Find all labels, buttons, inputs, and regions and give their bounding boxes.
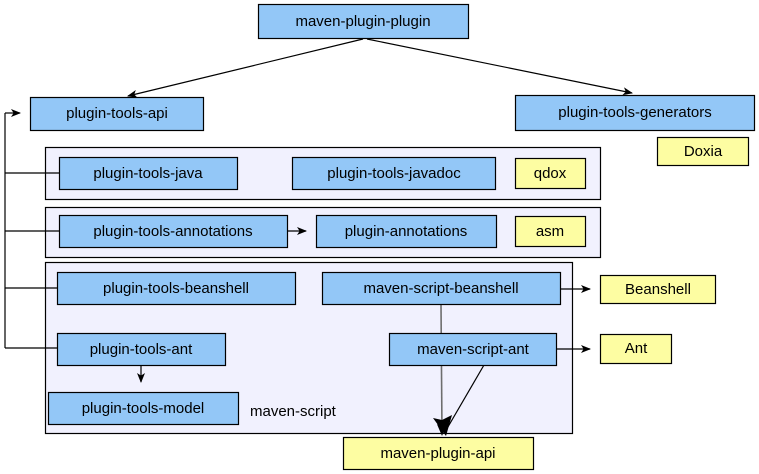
edge-plugin-to-generators	[366, 38, 633, 96]
node-plugin-tools-api[interactable]: plugin-tools-api	[29, 96, 205, 132]
node-maven-script-beanshell[interactable]: maven-script-beanshell	[321, 271, 562, 306]
node-maven-plugin-api[interactable]: maven-plugin-api	[342, 436, 535, 471]
converging-arrowhead	[433, 415, 452, 436]
node-plugin-tools-java[interactable]: plugin-tools-java	[58, 156, 239, 191]
node-qdox[interactable]: qdox	[514, 157, 587, 190]
node-beanshell[interactable]: Beanshell	[599, 274, 717, 305]
node-doxia[interactable]: Doxia	[656, 136, 750, 167]
edge-plugin-to-api	[127, 38, 364, 98]
node-plugin-tools-model[interactable]: plugin-tools-model	[47, 391, 240, 426]
node-plugin-annotations[interactable]: plugin-annotations	[315, 214, 498, 249]
node-plugin-tools-annotations[interactable]: plugin-tools-annotations	[58, 214, 289, 249]
node-plugin-tools-javadoc[interactable]: plugin-tools-javadoc	[291, 156, 497, 191]
node-maven-plugin-plugin[interactable]: maven-plugin-plugin	[257, 3, 470, 40]
node-ant[interactable]: Ant	[599, 333, 673, 365]
edges-layer	[4, 38, 633, 436]
edge-script-ant-to-plugin-api	[444, 364, 485, 433]
node-asm[interactable]: asm	[514, 215, 587, 248]
node-plugin-tools-ant[interactable]: plugin-tools-ant	[56, 332, 227, 367]
node-plugin-tools-beanshell[interactable]: plugin-tools-beanshell	[56, 271, 297, 306]
node-maven-script-ant[interactable]: maven-script-ant	[388, 332, 558, 367]
node-plugin-tools-generators[interactable]: plugin-tools-generators	[514, 94, 756, 132]
edge-script-beanshell-to-plugin-api	[436, 303, 447, 436]
